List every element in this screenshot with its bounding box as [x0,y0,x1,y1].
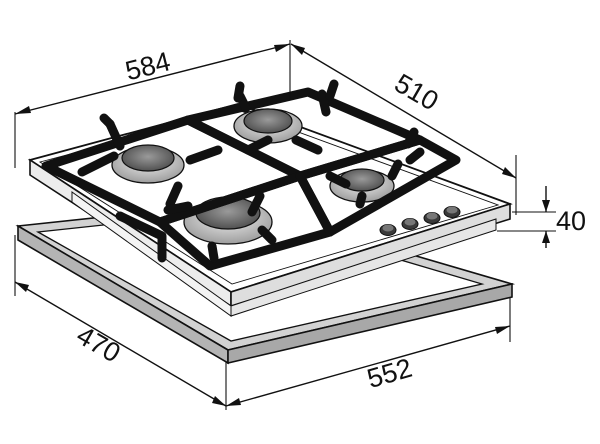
knob-3-icon[interactable] [423,212,441,224]
burner-back-icon [233,108,303,144]
knob-4-icon[interactable] [443,206,461,218]
arrow-icon [291,44,305,55]
arrow-icon [15,106,31,114]
frame-front-right [227,282,513,365]
dim-line-584 [14,43,291,115]
grate-small-icon [295,135,461,237]
arrow-icon [274,44,290,52]
arrow-icon [502,167,516,178]
arrow-icon [226,398,241,406]
cooktop-edge-right [230,202,511,308]
arrow-icon [212,396,226,406]
dim-line-470 [14,281,227,407]
knob-2-icon[interactable] [401,218,419,230]
burners [111,108,395,245]
dim-line-510 [290,43,517,179]
pan-support-grates [41,79,461,271]
knob-1-icon[interactable] [379,224,397,236]
dimension-height: 40 [497,186,586,248]
dim-label-584: 584 [122,46,173,86]
dim-label-40: 40 [556,206,586,236]
dim-label-470: 470 [71,320,125,369]
burner-left-icon [111,144,185,184]
dim-label-552: 552 [364,353,416,394]
control-knobs [379,206,461,236]
arrow-icon [495,326,510,334]
dim-label-510: 510 [389,68,443,117]
arrow-icon [542,231,550,243]
cooktop-underside-right [230,218,497,317]
arrow-icon [15,282,29,292]
arrow-icon [542,200,550,212]
dim-line-552 [225,325,511,407]
grate-posts-icon [99,79,419,149]
burner-right-icon [329,168,395,203]
